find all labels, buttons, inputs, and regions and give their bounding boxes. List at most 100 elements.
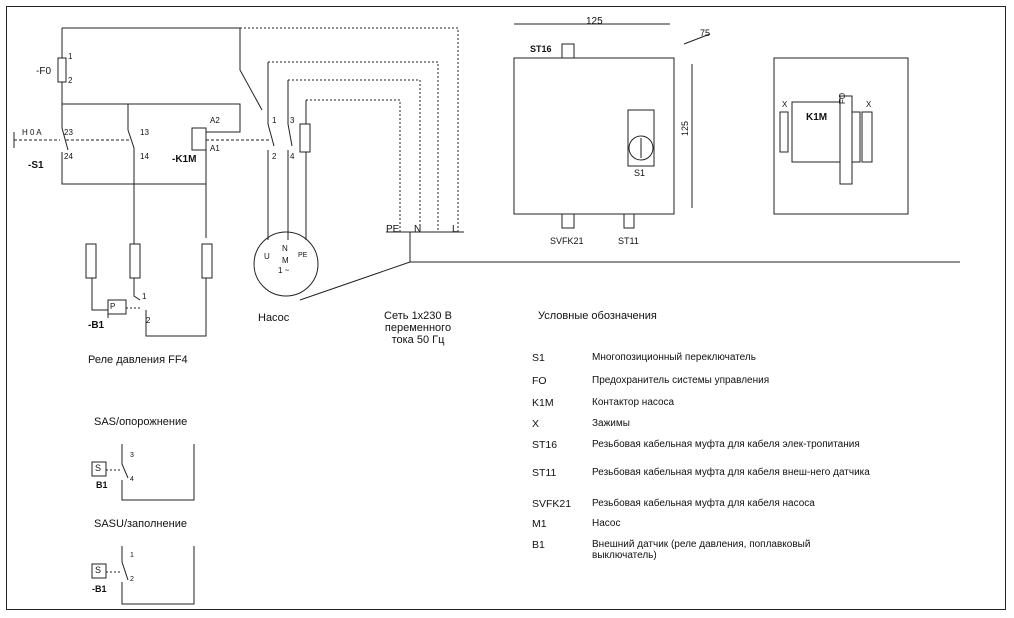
k-pin1: 1 <box>272 116 277 125</box>
fo-label: -F0 <box>36 66 51 77</box>
side-rail <box>779 111 789 153</box>
fo-fuse-body <box>57 57 67 83</box>
s1-switch <box>61 104 135 185</box>
sas-pin4: 4 <box>130 476 134 483</box>
x-block-1 <box>851 111 861 163</box>
motor-n: N <box>282 244 288 253</box>
s1-panel <box>627 109 655 167</box>
sas-symbol-box <box>91 461 107 477</box>
k1m-a1: A1 <box>210 144 220 153</box>
sasu-pin1: 1 <box>130 552 134 559</box>
dim-depth-pointer <box>683 33 711 45</box>
legend-desc: Многопозиционный переключатель <box>592 352 756 363</box>
b1-wire <box>133 238 141 301</box>
network-slant <box>299 261 411 301</box>
dim-width: 125 <box>586 16 603 27</box>
wire-bus <box>62 103 241 133</box>
s1-modes: H 0 A <box>22 128 42 137</box>
legend-code: M1 <box>532 518 547 530</box>
network-caption: Сеть 1x230 В переменного тока 50 Гц <box>368 310 468 346</box>
legend-code: FO <box>532 375 547 387</box>
k1m-contact-1 <box>267 62 275 240</box>
enclosure-side <box>773 57 909 215</box>
pressure-relay-caption: Реле давления FF4 <box>88 354 188 366</box>
x-block-2 <box>861 111 873 163</box>
st11-gland <box>623 213 635 229</box>
network-line-1: Сеть 1x230 В <box>384 310 452 322</box>
svfk21-gland <box>561 213 575 229</box>
enclosure-front <box>513 57 675 215</box>
terminal-n: N <box>414 224 422 235</box>
fo-pin1: 1 <box>68 52 73 61</box>
sas-b1: B1 <box>96 480 108 490</box>
terminal-l: L <box>452 224 458 235</box>
sasu-pin2: 2 <box>130 576 134 583</box>
pump-caption: Насос <box>258 312 290 324</box>
b1-return <box>145 278 207 337</box>
legend-code: X <box>532 418 540 430</box>
legend-desc: Насос <box>592 518 621 529</box>
x-label-2: X <box>866 100 872 109</box>
wire-dotted-4 <box>306 99 401 232</box>
sasu-switch <box>121 546 195 605</box>
legend-code: S1 <box>532 352 545 364</box>
st16-label: ST16 <box>530 44 552 54</box>
x-label-1: X <box>782 100 788 109</box>
fo-pin2: 2 <box>68 76 73 85</box>
motor-m: M <box>282 256 289 265</box>
motor-phase: 1 ~ <box>278 266 290 275</box>
wire-dotted-3 <box>288 79 421 232</box>
k1m-block <box>791 101 841 163</box>
b1-pin2: 2 <box>146 316 151 325</box>
b1-label: -B1 <box>88 320 105 331</box>
motor-circle <box>253 231 319 297</box>
k1m-drawing-label: K1M <box>806 112 828 123</box>
s1-pin14: 14 <box>140 152 149 161</box>
network-line-3: тока 50 Гц <box>391 334 445 346</box>
sas-title: SAS/опорожнение <box>94 416 188 428</box>
k1m-coil <box>191 127 207 151</box>
b1-fuse-3 <box>201 243 213 279</box>
k-pin4: 4 <box>290 152 295 161</box>
k1m-a2: A2 <box>210 116 220 125</box>
wire-to-l <box>240 27 459 232</box>
network-base-line <box>409 232 960 263</box>
st11-label: ST11 <box>618 236 639 246</box>
motor-pe: PE <box>298 252 308 259</box>
wire-dotted-2 <box>268 61 439 232</box>
legend-code: B1 <box>532 539 545 551</box>
terminal-pe: PE <box>386 224 400 235</box>
k1m-aux <box>299 123 311 153</box>
legend-desc: Резьбовая кабельная муфта для кабеля вне… <box>592 467 870 478</box>
dim-height: 125 <box>680 120 690 136</box>
sas-switch <box>121 444 195 501</box>
legend-code: K1M <box>532 397 554 409</box>
fo-drawing-label: FO <box>838 92 847 104</box>
legend-desc: Зажимы <box>592 418 630 429</box>
s1-label: -S1 <box>28 160 44 171</box>
b1-p-symbol: P <box>110 302 116 311</box>
b1-sensor-body <box>107 299 127 315</box>
s1-drawing-label: S1 <box>634 168 646 178</box>
legend-desc: Резьбовая кабельная муфта для кабеля эле… <box>592 439 860 450</box>
legend-desc: Контактор насоса <box>592 397 675 408</box>
k1m-label: -K1M <box>172 154 197 165</box>
b1-pin1: 1 <box>142 292 147 301</box>
network-line-2: переменного <box>384 322 452 334</box>
s1-pin23: 23 <box>64 128 73 137</box>
k-pin2: 2 <box>272 152 277 161</box>
sasu-b1: -B1 <box>92 584 107 594</box>
sasu-title: SASU/заполнение <box>94 518 187 530</box>
wire-top-rail <box>62 27 263 111</box>
k-pin3: 3 <box>290 116 295 125</box>
sas-pin3: 3 <box>130 452 134 459</box>
legend-desc: Резьбовая кабельная муфта для кабеля нас… <box>592 498 815 509</box>
svfk21-label: SVFK21 <box>550 236 584 246</box>
legend-code: ST11 <box>532 467 557 479</box>
diagram-frame <box>6 6 1006 610</box>
legend-code: ST16 <box>532 439 558 451</box>
legend-desc: Внешний датчик (реле давления, поплавков… <box>592 539 811 561</box>
sasu-symbol-box <box>91 563 107 579</box>
dim-depth: 75 <box>700 28 711 38</box>
